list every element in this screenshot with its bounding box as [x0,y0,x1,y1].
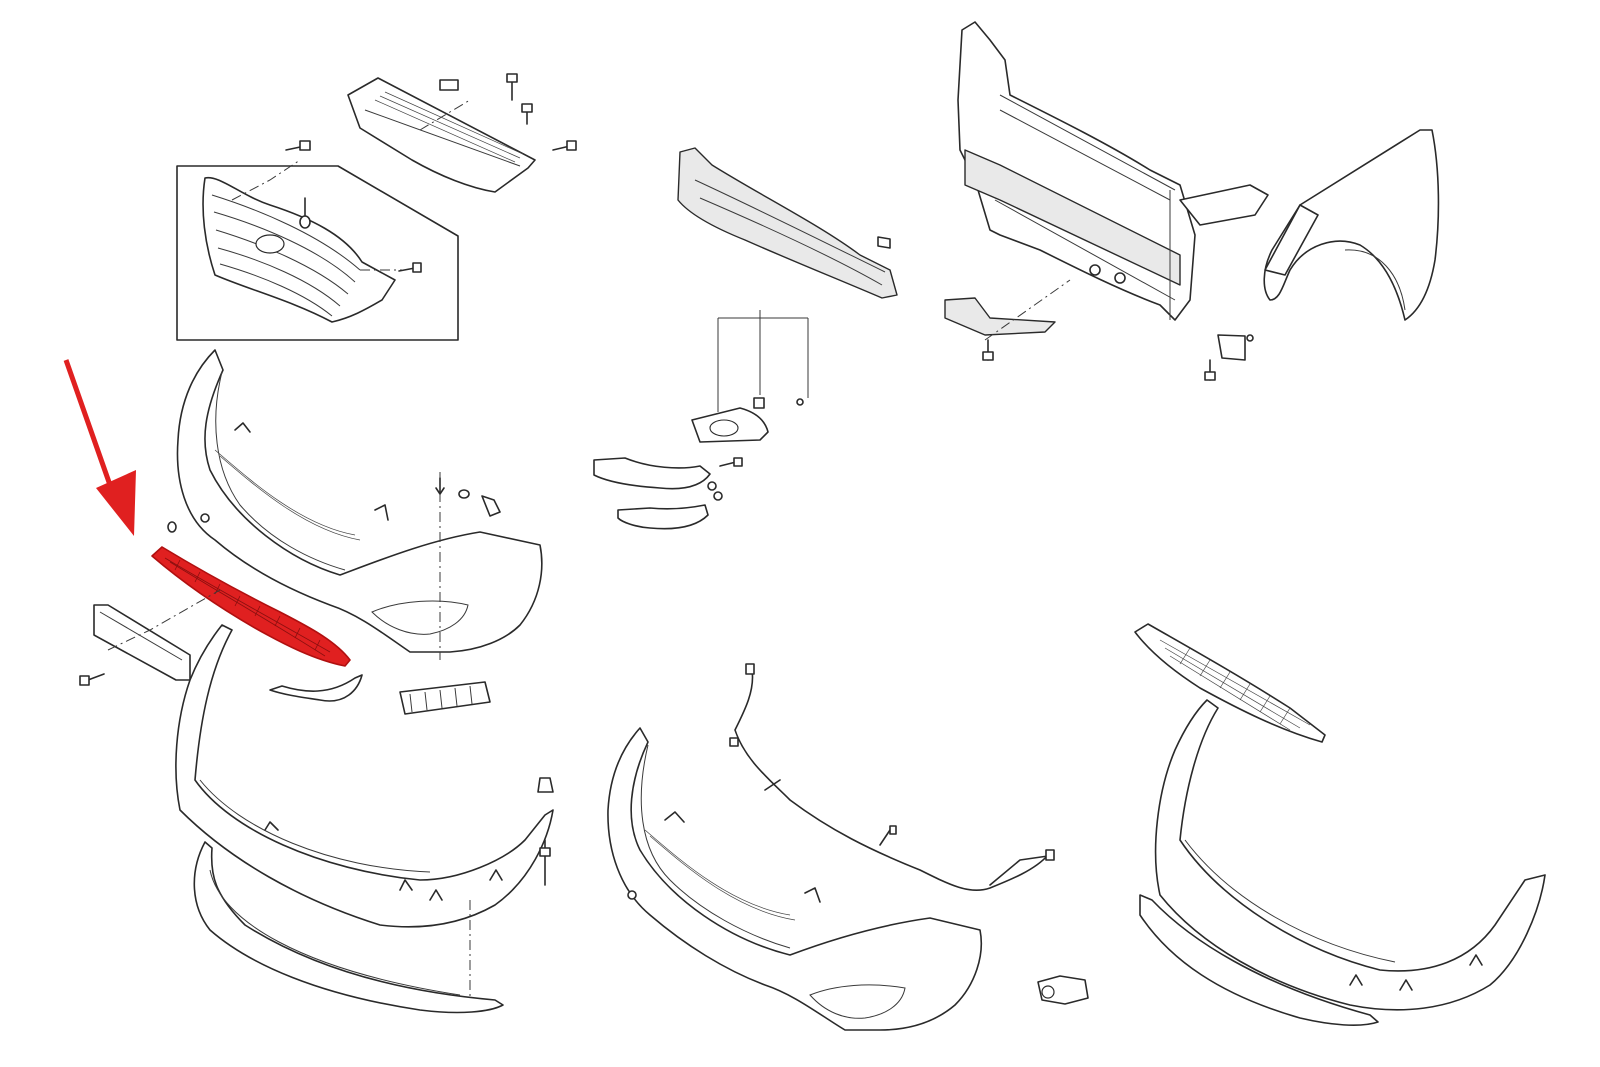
cover-bolt-1 [506,73,518,101]
grille-clip [299,197,311,229]
grille-screw-top [285,140,311,151]
fog-lamp-bolt [753,397,765,409]
parking-sensor-harness [729,663,1055,892]
cover-label [439,79,459,91]
cover-screw [552,140,577,151]
bumper-bracket-1 [234,422,251,433]
alternate-lower-grille [1134,623,1326,743]
grille-upper-cover [347,73,577,193]
plate-screw [79,673,105,686]
alternate-lower-lip [1154,699,1546,1011]
fog-trim-strip [269,674,363,702]
front-bumper-cover [176,349,543,653]
bumper-bracket-2 [374,504,389,521]
carrier-bolt-1 [982,339,994,361]
bumper-cover-with-sensors [607,727,983,1031]
front-end-module-carrier [957,21,1269,321]
bezel-screw [719,457,743,467]
alternate-skid-strip [1139,894,1379,1026]
bumper-fasteners [167,472,501,660]
cover-bolt-2 [521,103,533,125]
grille-inset-frame [176,165,459,341]
front-fender [1263,129,1440,321]
skid-plate [193,841,504,1014]
lip-fasteners [469,777,554,1010]
grille-screw-side [398,262,422,273]
carrier-lower-bracket [944,279,1254,381]
bumper-lower-lip [175,624,554,928]
radiator-grille-group [176,140,459,341]
fog-lamp-screw [796,398,804,406]
fog-lamp-bezel [593,457,743,530]
lower-bumper-grille [151,546,351,667]
bumper-absorber-beam [677,147,898,299]
fog-lamp-assembly [691,310,809,443]
side-bracket [399,681,491,715]
callout-arrow [63,359,136,536]
radiator-grille [202,177,396,323]
carrier-bolt-2 [1204,359,1216,381]
parking-sensor [1037,975,1089,1005]
emblem-icon [255,234,285,254]
